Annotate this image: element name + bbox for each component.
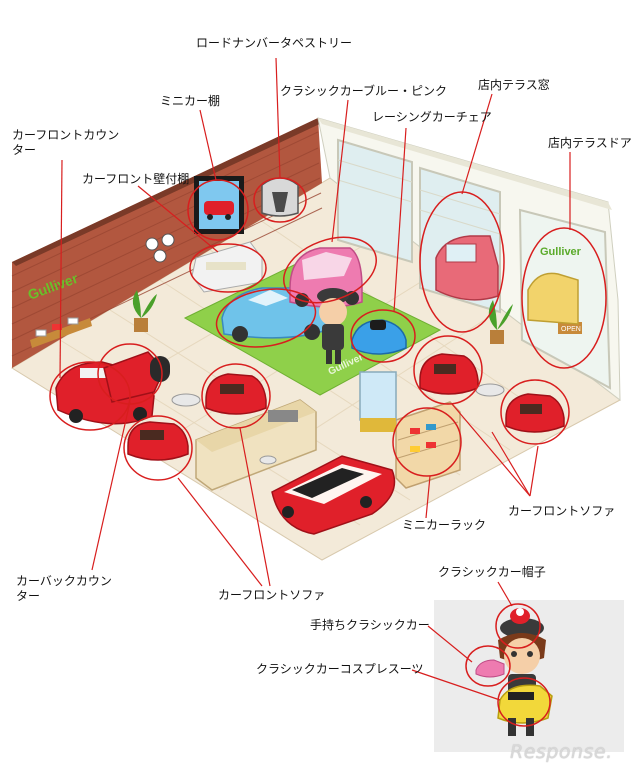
circle-sofa-3 <box>413 335 483 405</box>
label-classic-car-blue-pink: クラシックカーブルー・ピンク <box>280 84 448 98</box>
circle-terrace-door <box>521 227 607 369</box>
door-logo: Gulliver <box>540 246 582 258</box>
car-front-sofa-1[interactable] <box>127 421 189 461</box>
circle-minicar-shelf <box>187 179 249 241</box>
label-car-front-sofa-right: カーフロントソファ <box>508 504 616 518</box>
room-avatar[interactable] <box>317 288 349 364</box>
label-racing-car-chair: レーシングカーチェア <box>372 110 492 124</box>
car-back-counter[interactable] <box>103 351 170 403</box>
label-classic-car-cosplay-suit: クラシックカーコスプレスーツ <box>256 662 424 676</box>
circle-handheld-car <box>465 645 511 687</box>
racing-car-chair[interactable] <box>351 319 407 355</box>
circle-cosplay-suit <box>497 677 551 727</box>
label-minicar-shelf: ミニカー棚 <box>160 94 221 108</box>
label-minicar-rack: ミニカーラック <box>402 518 487 532</box>
circle-sofa-2 <box>201 363 271 429</box>
highlight-circles <box>49 177 607 727</box>
potted-plant <box>132 290 157 332</box>
open-sign-text: OPEN <box>561 326 581 333</box>
label-car-front-sofa-bottom: カーフロントソファ <box>218 588 326 602</box>
side-tables <box>171 383 505 465</box>
door-car <box>527 272 579 325</box>
window-car <box>435 235 499 301</box>
response-watermark: Response. <box>510 741 613 763</box>
circle-sofa-4 <box>500 379 570 445</box>
circle-hat <box>495 603 541 649</box>
label-car-back-counter: カーバックカウンター <box>16 574 112 603</box>
circle-pink-car <box>282 236 378 304</box>
circle-minicar-rack <box>392 407 462 477</box>
label-store-terrace-window: 店内テラス窓 <box>478 78 550 92</box>
label-classic-car-hat: クラシックカー帽子 <box>438 565 546 579</box>
label-handheld-classic-car: 手持ちクラシックカー <box>310 618 430 632</box>
central-counter <box>195 399 317 491</box>
circle-sofa-1 <box>123 415 193 481</box>
circle-racing-chair <box>350 309 416 363</box>
car-front-sofa-3[interactable] <box>419 353 479 395</box>
label-car-front-wall-shelf: カーフロント壁付棚 <box>82 172 190 186</box>
label-road-number-tapestry: ロードナンバータペストリー <box>196 36 353 50</box>
car-table <box>271 455 396 535</box>
car-front-sofa-4[interactable] <box>505 393 565 433</box>
circle-wall-shelf <box>189 243 267 293</box>
label-car-front-counter: カーフロントカウンター <box>12 128 120 157</box>
prize-case <box>359 371 397 432</box>
circle-blue-car <box>215 288 317 348</box>
label-store-terrace-door: 店内テラスドア <box>548 136 632 150</box>
avatar-inset <box>434 600 624 752</box>
circle-front-counter <box>49 361 131 431</box>
leader-lines <box>59 57 571 701</box>
car-front-sofa-2[interactable] <box>205 373 267 415</box>
open-sign <box>558 322 582 334</box>
potted-plant-right <box>488 300 513 344</box>
minicar-rack-furniture[interactable] <box>395 401 461 489</box>
